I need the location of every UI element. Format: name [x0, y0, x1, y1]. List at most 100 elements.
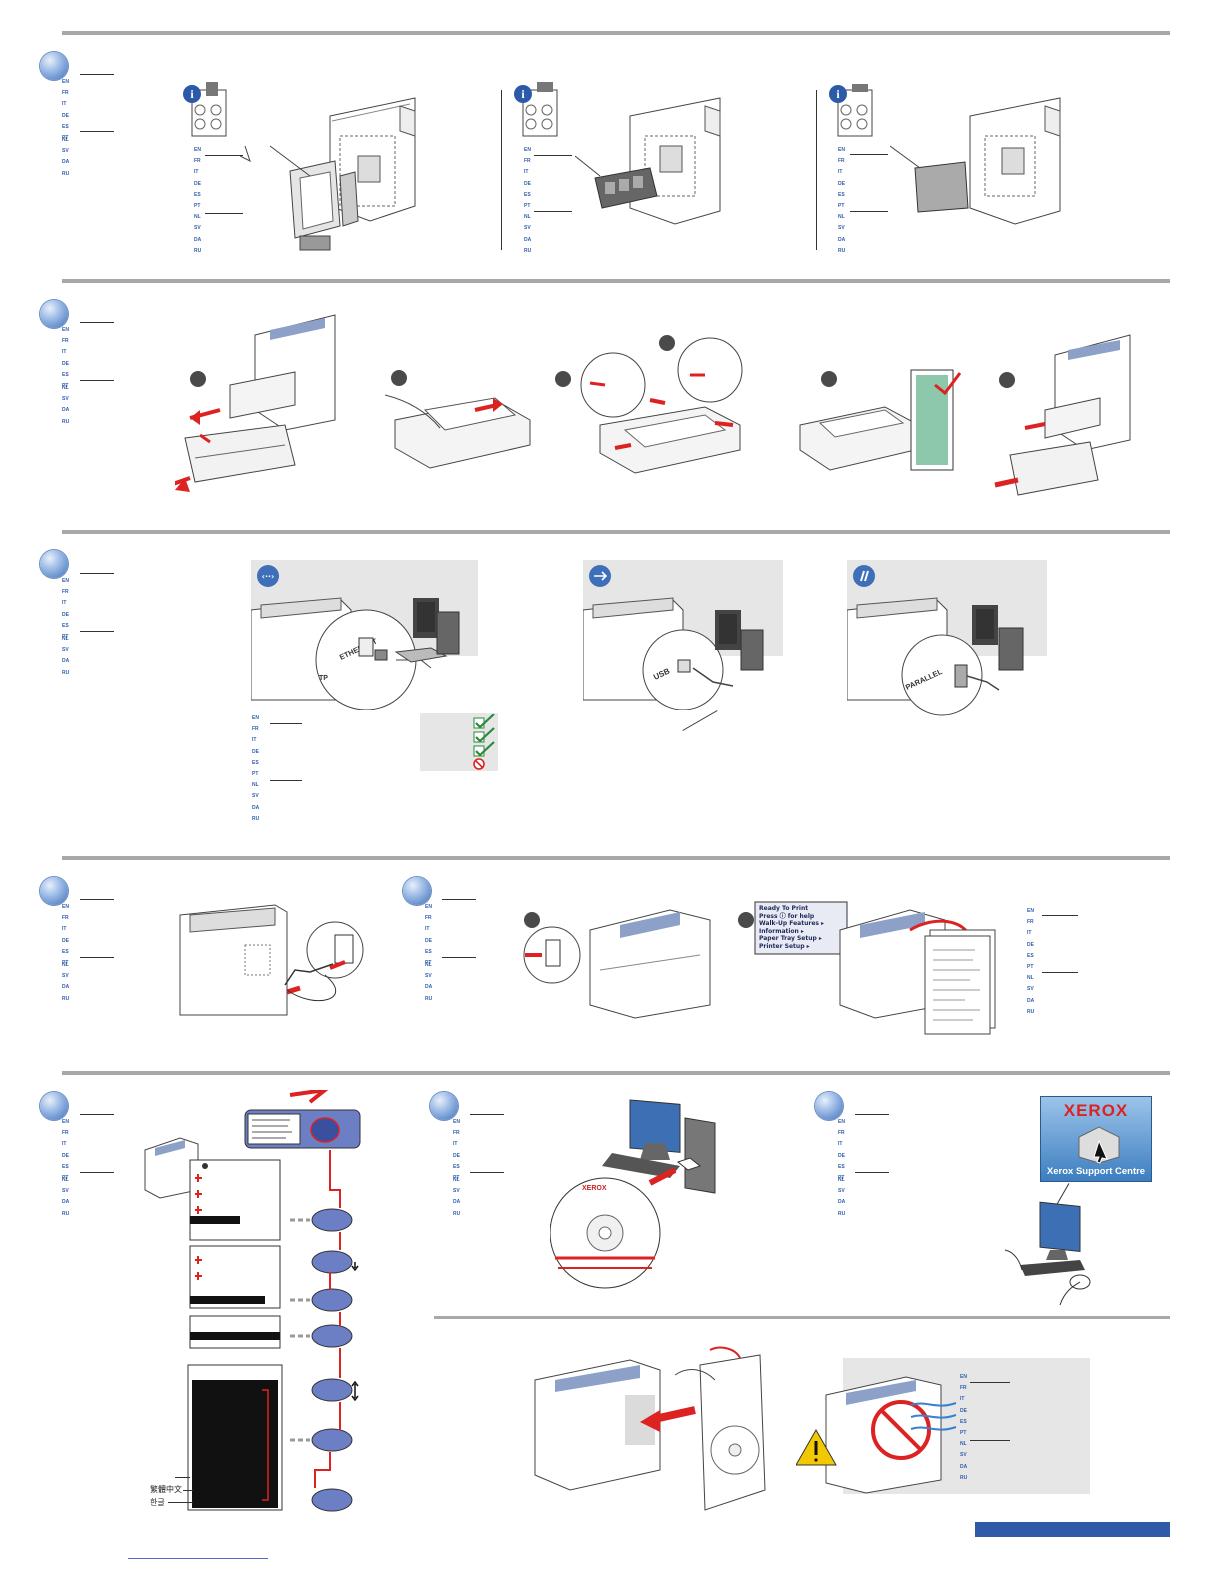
lang-rule	[80, 899, 114, 900]
safety-illustration	[796, 1376, 957, 1494]
parallel-icon	[853, 565, 875, 587]
support-box-graphic	[1078, 1126, 1120, 1164]
lang-rule	[80, 380, 114, 381]
lang-rule	[534, 155, 572, 156]
svg-text:‹··›: ‹··›	[262, 572, 275, 581]
lang-rule	[80, 322, 114, 323]
language-menu-steps	[187, 1150, 359, 1512]
ethernet-icon: ‹··›	[257, 565, 279, 587]
computer-cd-illustration	[550, 1099, 716, 1289]
lang-rule	[855, 1172, 889, 1173]
language-label-ko: 한글	[150, 1498, 165, 1507]
lang-rule	[80, 74, 114, 75]
step-badge-4	[40, 877, 68, 905]
label-leader	[183, 1490, 193, 1491]
computer-user-illustration	[1004, 1201, 1091, 1305]
footer-link[interactable]	[128, 1558, 268, 1559]
control-panel-menu: Ready To Print Press ⓘ for help Walk-Up …	[759, 905, 824, 950]
lang-rule	[80, 631, 114, 632]
lang-rule	[534, 211, 572, 212]
xerox-support-centre-icon[interactable]: XEROX Xerox Support Centre	[1040, 1096, 1152, 1182]
support-centre-caption: Xerox Support Centre	[1046, 1166, 1146, 1177]
lang-rule	[470, 1172, 504, 1173]
printer-label-attach-illustration	[534, 1346, 766, 1511]
menu-item: Printer Setup ▸	[759, 942, 810, 950]
lang-rule	[855, 1114, 889, 1115]
printer-memory-illustration	[575, 97, 721, 225]
info-document-icon: i	[514, 82, 558, 137]
power-switch-illustration	[523, 909, 711, 1019]
section-rule-3	[62, 530, 1170, 534]
lang-rule	[205, 155, 243, 156]
cd-brand-label: XEROX	[582, 1185, 607, 1192]
ethernet-tp-label: TP	[319, 675, 328, 682]
menu-item: Walk-Up Features ▸	[759, 920, 825, 927]
footer-bar	[975, 1522, 1170, 1537]
tray-remove-illustration	[175, 314, 336, 492]
lang-rule	[1042, 972, 1078, 973]
step-badge-2	[40, 300, 68, 328]
column-separator	[501, 90, 502, 250]
menu-item: Information ▸	[759, 927, 804, 935]
info-document-icon: i	[183, 82, 227, 137]
lang-rule	[850, 211, 888, 212]
section-rule-1	[62, 31, 1170, 35]
menu-item: Ready To Print	[759, 905, 809, 912]
tray-adjust-guides-illustration	[555, 335, 743, 474]
step-badge-7	[430, 1092, 458, 1120]
lang-rule	[80, 1172, 114, 1173]
lang-rule	[80, 957, 114, 958]
printer-option-card-illustration	[890, 97, 1061, 225]
lang-rule	[442, 957, 476, 958]
lang-rule	[205, 213, 243, 214]
tray-max-fill-illustration	[799, 369, 962, 471]
section-rule-4	[62, 856, 1170, 860]
step-badge-8	[815, 1092, 843, 1120]
lang-rule	[970, 1382, 1010, 1383]
power-cord-illustration	[179, 904, 364, 1016]
svg-text:i: i	[190, 87, 194, 101]
lang-rule	[470, 1114, 504, 1115]
usb-callout-line	[682, 710, 718, 731]
parallel-connection-illustration: PARALLEL	[847, 597, 1024, 716]
column-separator	[816, 90, 817, 250]
lang-rule	[80, 1114, 114, 1115]
label-leader	[175, 1477, 190, 1478]
section-rule-5	[62, 1071, 1170, 1075]
menu-item: Press ⓘ for help	[759, 912, 815, 920]
step-badge-1	[40, 52, 68, 80]
info-document-icon: i	[829, 84, 873, 137]
lang-rule	[80, 131, 114, 132]
section-rule-6	[434, 1316, 1170, 1319]
lang-rule	[80, 573, 114, 574]
support-centre-brand: XEROX	[1063, 1101, 1129, 1120]
lang-rule	[270, 723, 302, 724]
tray-insert-illustration	[994, 334, 1131, 496]
svg-text:i: i	[521, 87, 525, 101]
config-page-illustration	[738, 901, 996, 1035]
usb-icon	[589, 565, 611, 587]
step-badge-5	[403, 877, 431, 905]
language-label-zh-tw: 繁體中文	[150, 1485, 182, 1494]
os-support-checks	[473, 714, 495, 770]
lang-rule	[850, 154, 888, 155]
menu-item: Paper Tray Setup ▸	[759, 935, 822, 942]
lang-rule	[970, 1440, 1010, 1441]
tray-load-paper-illustration	[385, 370, 531, 469]
